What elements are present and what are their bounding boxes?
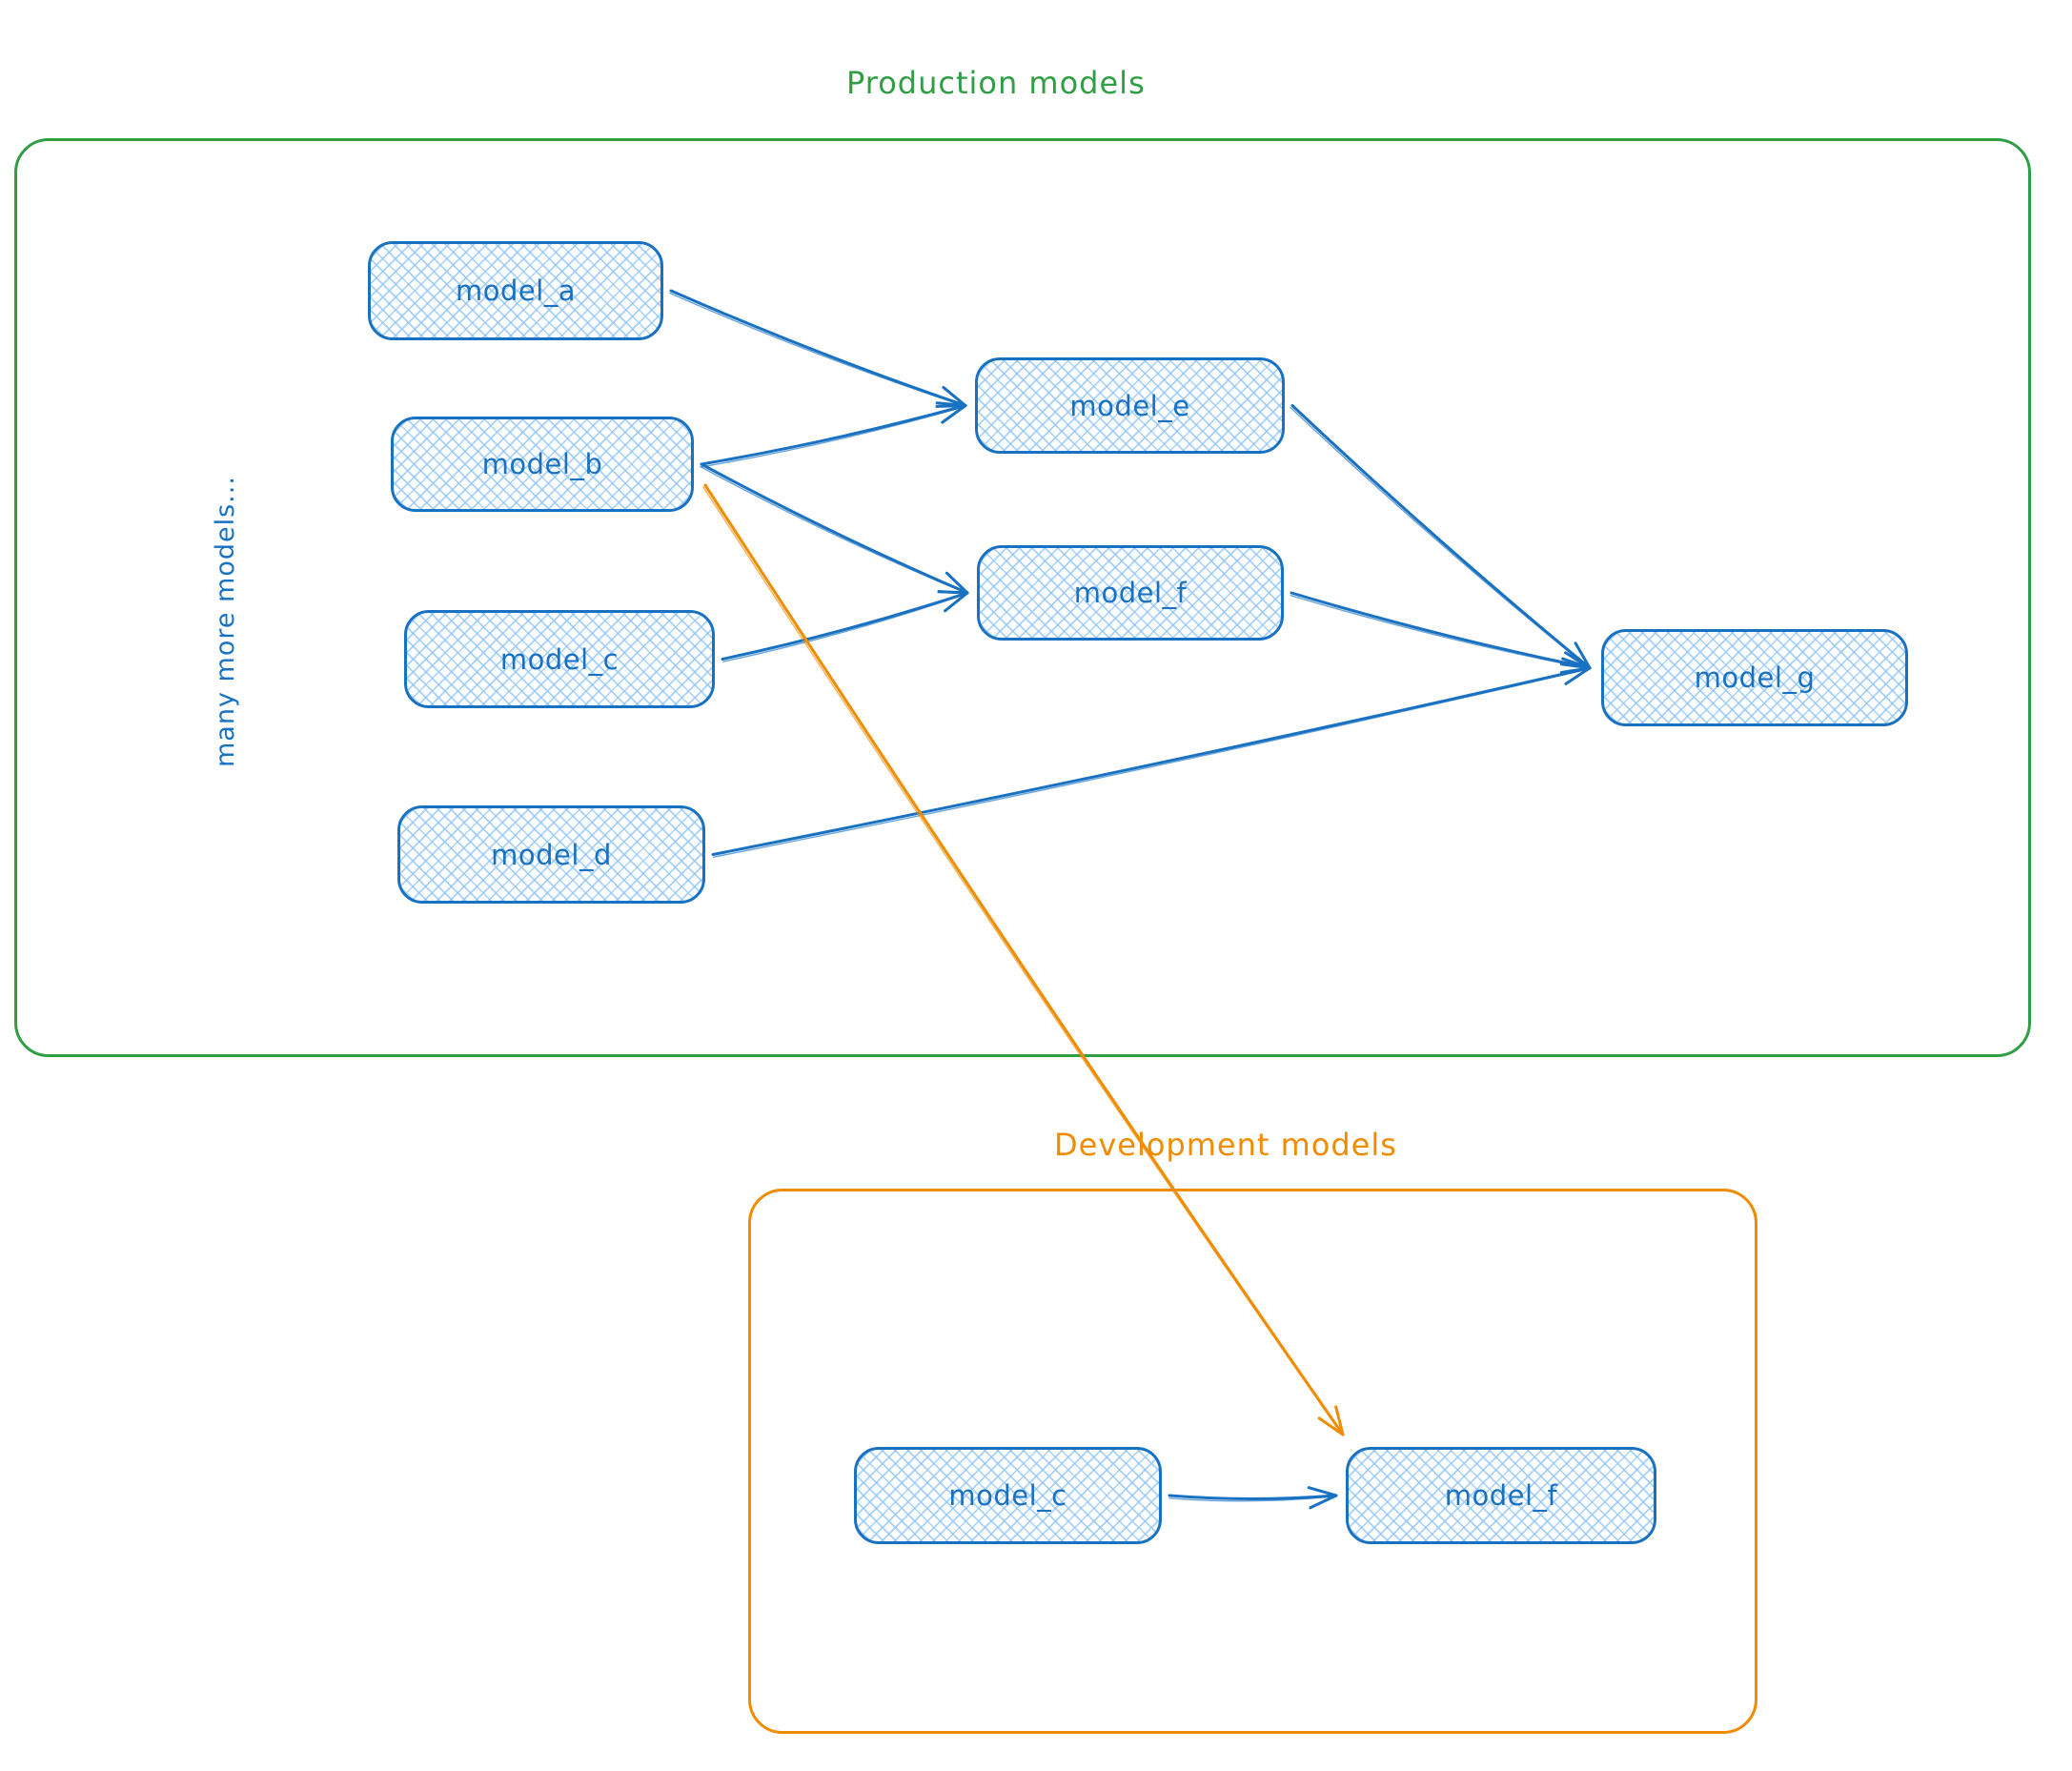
node-model-g[interactable]: model_g — [1601, 629, 1908, 726]
node-model-e[interactable]: model_e — [975, 357, 1285, 454]
node-label: model_c — [499, 642, 620, 676]
node-dev-model-f[interactable]: model_f — [1346, 1447, 1656, 1544]
production-models-title: Production models — [846, 65, 1146, 101]
node-label: model_d — [491, 838, 612, 871]
node-model-d[interactable]: model_d — [397, 805, 705, 904]
node-label: model_e — [1069, 389, 1190, 422]
node-label: model_a — [455, 275, 577, 307]
node-model-c[interactable]: model_c — [404, 610, 715, 708]
development-models-title: Development models — [1054, 1127, 1397, 1163]
node-label: model_g — [1694, 662, 1816, 694]
node-label: model_f — [1444, 1479, 1558, 1512]
node-model-a[interactable]: model_a — [368, 241, 663, 340]
node-model-f[interactable]: model_f — [977, 545, 1284, 641]
node-label: model_b — [481, 448, 603, 480]
node-label: model_f — [1073, 577, 1188, 609]
node-dev-model-c[interactable]: model_c — [854, 1447, 1162, 1544]
node-label: model_c — [948, 1479, 1067, 1512]
node-model-b[interactable]: model_b — [391, 417, 694, 512]
many-more-models-note: many more models... — [211, 476, 240, 767]
